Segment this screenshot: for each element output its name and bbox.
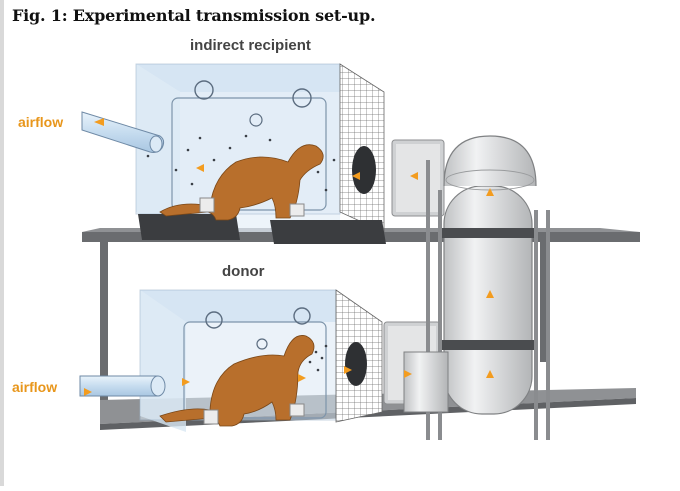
- lower-cage: [139, 289, 383, 432]
- vertical-pipe: [403, 135, 550, 440]
- arrow-icon: [94, 118, 104, 126]
- left-rule: [0, 0, 4, 486]
- figure-title: Fig. 1: Experimental transmission set-up…: [12, 6, 376, 25]
- arrow-icon: [404, 370, 412, 378]
- label-donor: donor: [222, 263, 265, 280]
- arrow-icon: [182, 378, 190, 386]
- arrow-icon: [486, 370, 494, 378]
- ferret-recipient: [159, 144, 324, 221]
- arrow-icon: [486, 290, 494, 298]
- arrow-icon: [352, 172, 360, 180]
- arrow-icon: [486, 188, 494, 196]
- arrow-icon: [196, 164, 204, 172]
- ferret-donor: [159, 335, 315, 427]
- arrow-icon: [410, 172, 418, 180]
- label-airflow-top: airflow: [18, 114, 63, 130]
- arrow-icon: [84, 388, 92, 396]
- label-indirect-recipient: indirect recipient: [190, 37, 311, 54]
- label-airflow-bottom: airflow: [12, 379, 57, 395]
- arrow-icon: [344, 366, 352, 374]
- arrow-icon: [298, 374, 306, 382]
- upper-cage: [135, 63, 386, 244]
- airflow-arrows: [84, 118, 494, 396]
- airflow-inlet-bottom: [79, 375, 166, 397]
